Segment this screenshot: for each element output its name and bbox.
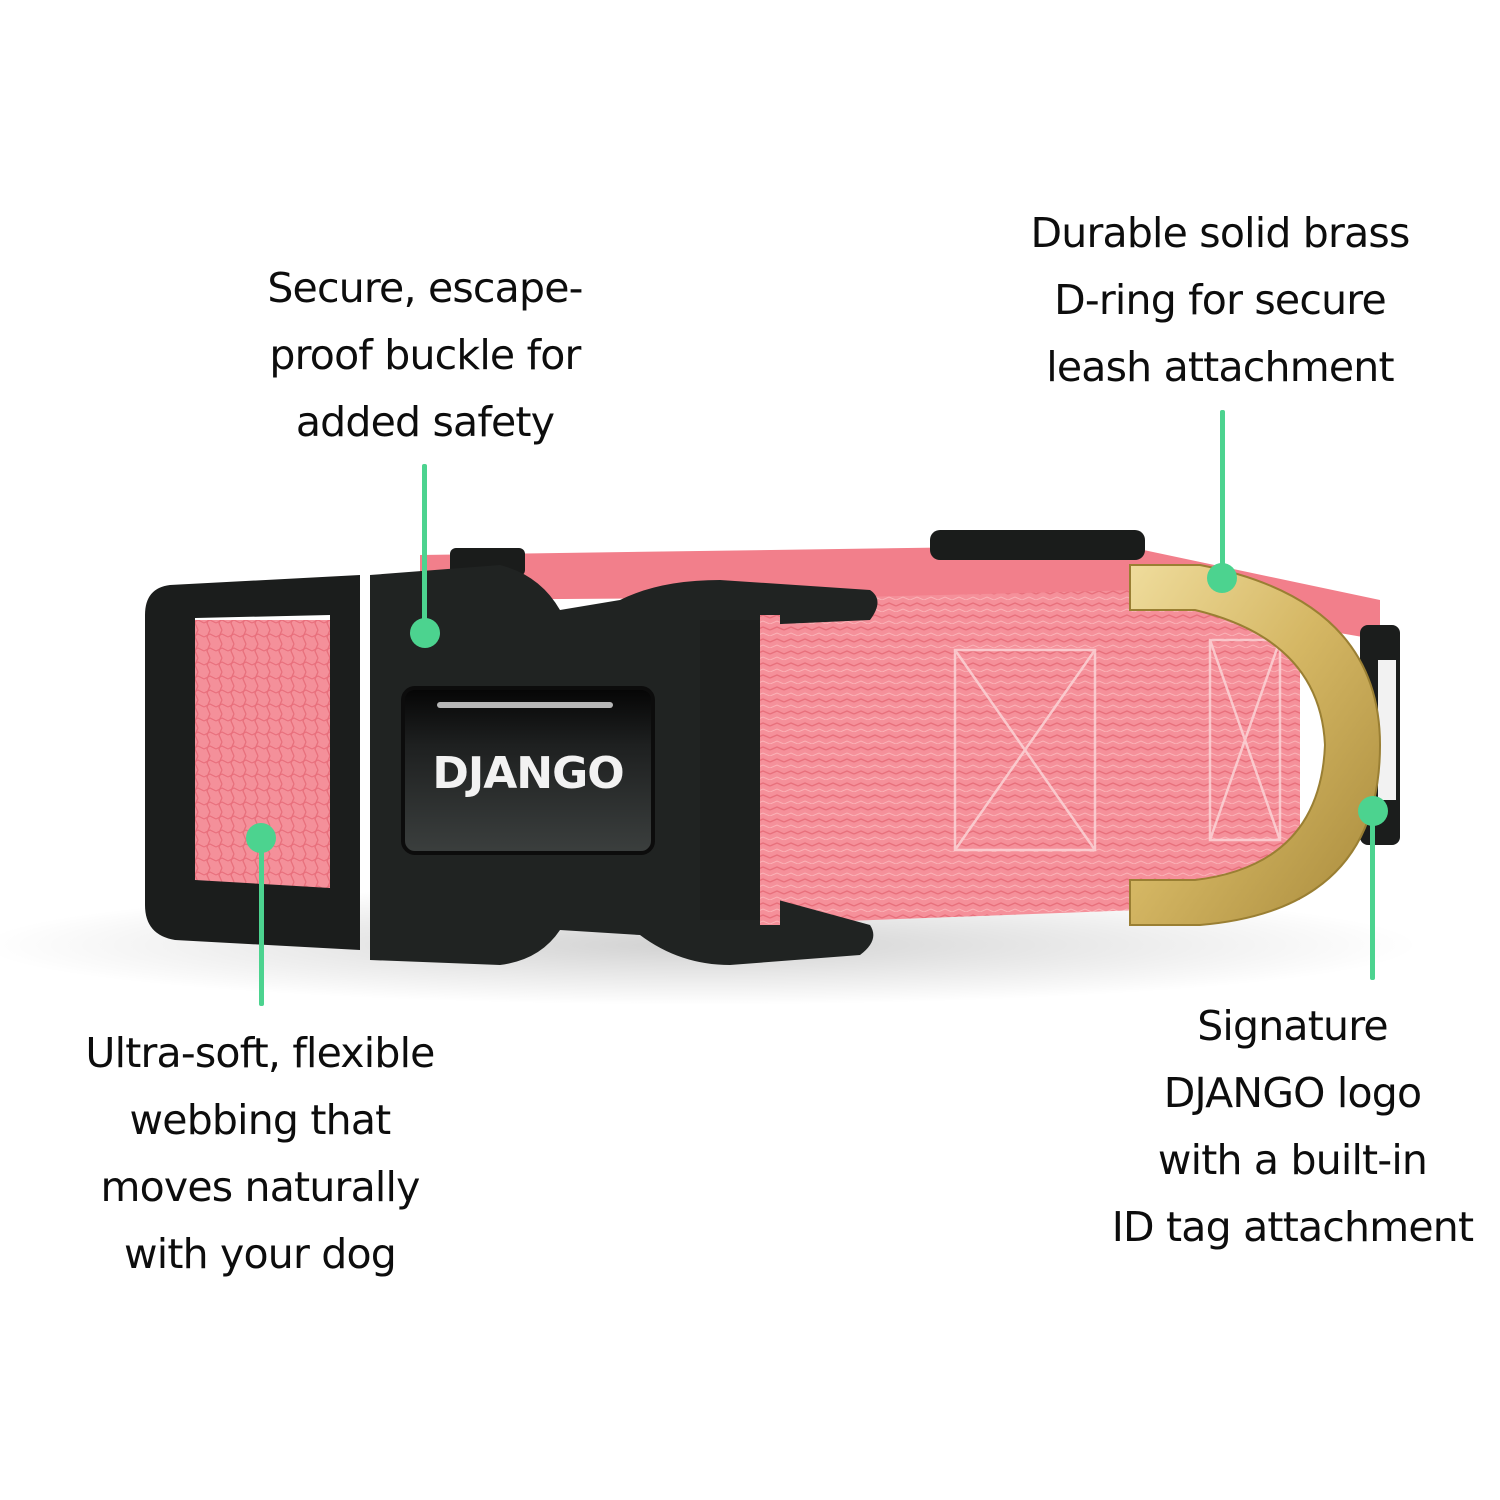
callout-line: ID tag attachment xyxy=(1111,1203,1474,1251)
callout-line: added safety xyxy=(295,398,555,446)
callout-webbing-leader-line xyxy=(259,838,264,1006)
callout-line: moves naturally xyxy=(100,1163,420,1211)
callout-buckle-text: Secure, escape- proof buckle for added s… xyxy=(225,255,625,456)
callout-dring-text: Durable solid brass D-ring for secure le… xyxy=(1000,200,1440,401)
callout-dring-marker-dot xyxy=(1207,563,1237,593)
callout-line: Durable solid brass xyxy=(1030,209,1410,257)
callout-line: proof buckle for xyxy=(269,331,581,379)
callout-line: leash attachment xyxy=(1046,343,1394,391)
callout-buckle-marker-dot xyxy=(410,618,440,648)
callout-line: with your dog xyxy=(124,1230,397,1278)
buckle-logo-text: DJANGO xyxy=(432,748,624,799)
callout-logo-leader-line xyxy=(1370,811,1375,980)
callout-line: Secure, escape- xyxy=(267,264,583,312)
callout-logo-text: Signature DJANGO logo with a built-in ID… xyxy=(1090,993,1495,1261)
callout-line: D-ring for secure xyxy=(1054,276,1387,324)
callout-buckle-leader-line xyxy=(422,464,427,633)
callout-line: with a built-in xyxy=(1157,1136,1428,1184)
callout-line: DJANGO logo xyxy=(1163,1069,1422,1117)
callout-webbing-text: Ultra-soft, flexible webbing that moves … xyxy=(50,1020,470,1288)
callout-line: webbing that xyxy=(129,1096,392,1144)
callout-line: Signature xyxy=(1197,1002,1388,1050)
callout-dring-leader-line xyxy=(1220,410,1225,578)
callout-line: Ultra-soft, flexible xyxy=(85,1029,435,1077)
